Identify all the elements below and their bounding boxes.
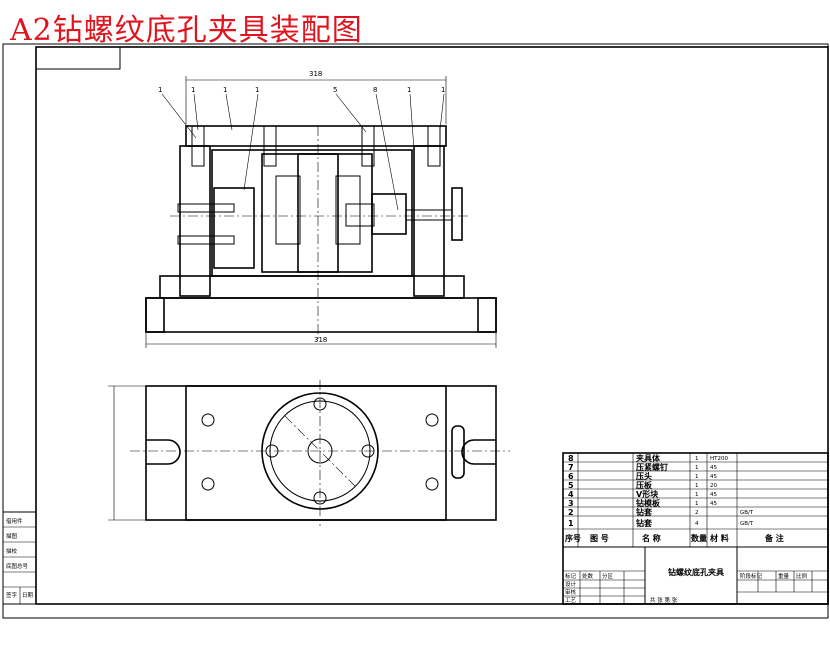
side-block: 借用件 描图 描校 底图总号 签字 日期 [2, 511, 37, 605]
dim-top: 318 [309, 70, 322, 78]
dim-bottom: 318 [314, 336, 327, 344]
code-box [35, 46, 121, 70]
bom-mat-3: 20 [710, 483, 717, 489]
bom-note-6: GB/T [740, 510, 754, 516]
balloon-6: 8 [373, 86, 377, 94]
side-cell-2: 描校 [6, 547, 18, 555]
side-cell-3: 底图总号 [6, 562, 29, 570]
bom-qty-5: 1 [695, 501, 699, 507]
title-block: 钻螺纹底孔夹具 标记 处数 分区 设计 审核 工艺 阶段标记 重量 比例 共 张… [563, 547, 828, 604]
tb-left-1: 处数 [582, 572, 594, 580]
bom-qty-0: 1 [695, 456, 699, 462]
bom-name-4: V形块 [636, 489, 659, 499]
bom-no-7: 1 [568, 519, 574, 528]
bom-qty-7: 4 [695, 521, 699, 527]
bom-qty-1: 1 [695, 465, 699, 471]
bom-mat-1: 45 [710, 465, 717, 471]
bom-qty-4: 1 [695, 492, 699, 498]
side-cell-5: 日期 [22, 592, 34, 599]
bom-no-4: 4 [568, 490, 574, 499]
bom-mat-0: HT200 [710, 456, 728, 462]
bom-no-6: 2 [568, 508, 574, 517]
balloon-7: 1 [407, 86, 411, 94]
bom-name-6: 钻套 [636, 507, 653, 517]
tb-right-1: 重量 [778, 572, 790, 580]
drawing-name: 钻螺纹底孔夹具 [668, 567, 724, 577]
bom-table: 8 夹具体 1 HT200 7 压紧螺钉 1 45 6 压头 1 45 5 压板… [562, 452, 829, 605]
top-view [108, 380, 510, 526]
tb-left-5: 工艺 [565, 597, 577, 604]
inner-border [35, 46, 829, 605]
bom-name-0: 夹具体 [636, 453, 661, 463]
bom-name-1: 压紧螺钉 [636, 462, 668, 472]
bom-mat-4: 45 [710, 492, 717, 498]
tb-right-2: 比例 [796, 572, 808, 580]
bom-note-7: GB/T [740, 521, 754, 527]
bom-name-2: 压头 [636, 471, 652, 481]
side-cell-4: 签字 [6, 591, 18, 599]
drawing-title: A2钻螺纹底孔夹具装配图 [10, 13, 363, 48]
bom-header-qty: 数量 [691, 533, 707, 543]
bom-header-note: 备 注 [764, 533, 784, 543]
bom-no-1: 7 [568, 463, 574, 472]
bom-header-code: 图 号 [590, 534, 609, 543]
bom-header-no: 序号 [565, 533, 581, 543]
bom-qty-6: 2 [695, 510, 699, 516]
balloon-8: 1 [441, 86, 445, 94]
front-view: 318 [145, 70, 497, 348]
balloon-2: 1 [191, 86, 195, 94]
tb-left-2: 分区 [602, 572, 614, 580]
bom-qty-3: 1 [695, 483, 699, 489]
bom-header-name: 名 称 [642, 533, 661, 543]
side-cell-1: 描图 [6, 532, 18, 540]
bom-name-7: 钻套 [636, 518, 653, 528]
balloon-5: 5 [333, 86, 337, 94]
tb-right-0: 阶段标记 [740, 572, 763, 580]
bom-no-5: 3 [568, 499, 574, 508]
tb-left-4: 审核 [565, 588, 577, 596]
tb-left-0: 标记 [565, 572, 577, 580]
bom-mat-2: 45 [710, 474, 717, 480]
bom-no-2: 6 [568, 472, 574, 481]
outer-border [2, 43, 829, 619]
bom-qty-2: 1 [695, 474, 699, 480]
tb-sheet: 共 张 第 张 [650, 596, 678, 604]
balloon-1: 1 [158, 86, 162, 94]
bom-name-5: 钻模板 [636, 498, 661, 508]
bom-mat-5: 45 [710, 501, 717, 507]
balloon-leaders: 1 1 1 1 5 8 1 1 [158, 86, 445, 211]
bom-no-0: 8 [568, 454, 574, 463]
side-cell-0: 借用件 [6, 517, 23, 525]
bom-header-mat: 材 料 [710, 533, 729, 543]
balloon-4: 1 [255, 86, 259, 94]
bom-name-3: 压板 [636, 480, 653, 490]
balloon-3: 1 [223, 86, 227, 94]
tb-left-3: 设计 [565, 580, 577, 588]
bom-no-3: 5 [568, 481, 574, 490]
